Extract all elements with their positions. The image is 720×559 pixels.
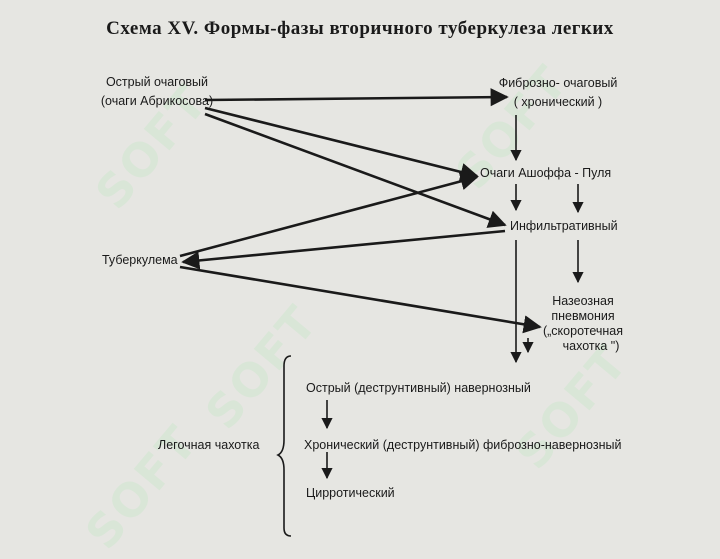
node-label: пневмония <box>551 309 615 323</box>
arrow-acute-to-ashoff <box>204 106 479 181</box>
brace <box>276 355 292 537</box>
node-label: Фиброзно- очаговый <box>498 76 618 90</box>
arrow-tuberculoma-to-caseous <box>179 265 542 334</box>
node-phthisis: Легочная чахотка <box>158 438 260 452</box>
node-ashoff: Очаги Ашоффа - Пуля <box>480 166 612 180</box>
node-tuberculoma: Туберкулема <box>102 253 178 267</box>
node-fibrous-focal: Фиброзно- очаговый ( хронический ) <box>488 75 628 110</box>
node-chronic-cavernous: Хронический (деструнтивный) фиброзно-нав… <box>304 438 622 452</box>
node-label: ( хронический ) <box>513 95 603 109</box>
diagram-canvas: SOFT SOFT SOFT SOFT SOFT Схема XV. Формы… <box>75 18 638 559</box>
node-label: („скоротечная <box>542 324 624 338</box>
arrow-infiltrative-to-tuberculoma <box>181 229 506 270</box>
node-acute-cavernous: Острый (деструнтивный) навернозный <box>306 381 531 395</box>
arrows-layer <box>179 88 584 537</box>
node-label: чахотка ") <box>562 339 620 353</box>
arrow-tuberculoma-to-ashoff <box>179 172 479 258</box>
node-label: (очаги Абрикосова) <box>100 94 214 108</box>
node-acute-focal: Острый очаговый (очаги Абрикосова) <box>92 74 222 109</box>
node-cirrhotic: Цирротический <box>306 486 395 500</box>
arrow-acute-to-fibrous <box>204 88 509 107</box>
node-label: Острый очаговый <box>105 75 209 89</box>
node-infiltrative: Инфильтративный <box>510 219 618 233</box>
arrow-acute-to-infiltrative <box>204 112 507 228</box>
diagram-title: Схема XV. Формы-фазы вторичного туберкул… <box>106 18 614 39</box>
node-label: Назеозная <box>552 294 614 308</box>
node-caseous-pneumonia: Назеозная пневмония („скоротечная чахотк… <box>528 294 638 354</box>
